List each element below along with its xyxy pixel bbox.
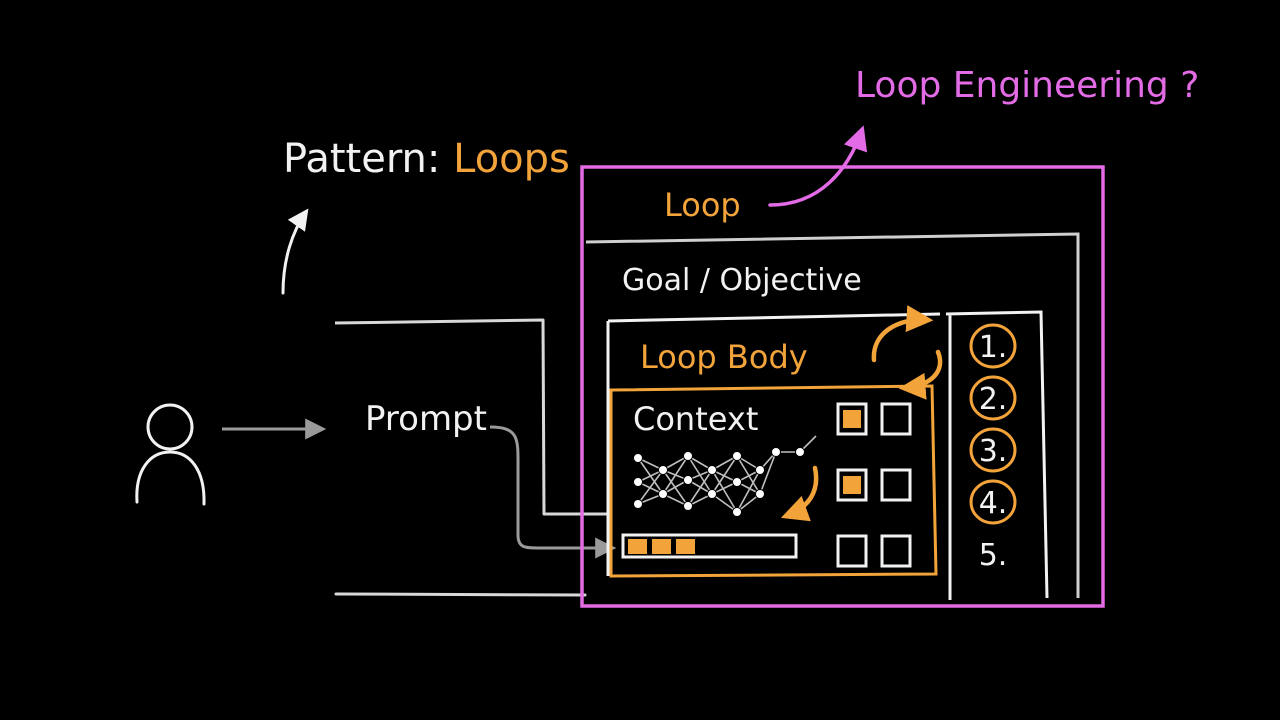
- step-number: 5.: [979, 538, 1008, 573]
- step-item: 5.: [979, 538, 1008, 573]
- checkbox-fill: [843, 476, 861, 494]
- checkbox-left: [836, 402, 868, 436]
- step-number: 2.: [979, 382, 1008, 417]
- progress-segment: [628, 539, 647, 554]
- checkbox-right: [880, 468, 912, 502]
- title-highlight: Loops: [453, 136, 570, 182]
- step-number: 3.: [979, 434, 1008, 469]
- loop-engineering-question: Loop Engineering ?: [855, 65, 1199, 106]
- goal-box: [585, 232, 1080, 598]
- loop-body-label: Loop Body: [640, 338, 808, 376]
- network-node: [683, 501, 693, 511]
- cycle-arrows-icon: [871, 305, 943, 400]
- context-box: [609, 384, 938, 578]
- network-node: [732, 507, 742, 517]
- step-item: 4.: [969, 479, 1017, 525]
- step-number: 1.: [979, 330, 1008, 365]
- loop-body-box: [607, 312, 941, 323]
- loop-label: Loop: [664, 186, 741, 224]
- checkbox-right: [880, 402, 912, 436]
- prompt-label: Prompt: [365, 399, 487, 439]
- network-node: [658, 465, 668, 475]
- checkbox-grid: [836, 402, 912, 568]
- network-to-bar-arrow: [780, 465, 819, 522]
- checkbox-fill: [843, 410, 861, 428]
- prompt-to-context-arrow: [489, 425, 617, 559]
- network-node: [771, 447, 781, 457]
- network-node: [732, 477, 742, 487]
- progress-bar: [621, 533, 798, 559]
- step-circle: [969, 479, 1017, 525]
- step-circle: [969, 427, 1017, 473]
- diagram-title: Pattern: Loops: [283, 136, 570, 182]
- steps-column: [945, 310, 1049, 600]
- network-node: [633, 499, 643, 509]
- person-icon: [135, 403, 206, 506]
- checkbox-left: [836, 468, 868, 502]
- title-prefix: Pattern:: [283, 136, 453, 182]
- context-label: Context: [633, 400, 758, 438]
- network-node: [755, 465, 765, 475]
- network-node: [795, 447, 805, 457]
- network-node: [707, 489, 717, 499]
- network-node: [683, 451, 693, 461]
- step-item: 2.: [969, 375, 1017, 421]
- checkbox-left: [836, 534, 868, 568]
- progress-fill: [628, 539, 695, 554]
- network-node: [683, 475, 693, 485]
- network-node: [658, 489, 668, 499]
- step-circle: [969, 323, 1017, 369]
- neural-network-icon: [633, 435, 817, 517]
- network-node: [707, 465, 717, 475]
- progress-segment: [652, 539, 671, 554]
- step-number: 4.: [979, 486, 1008, 521]
- title-arrow: [281, 208, 309, 295]
- step-circle: [969, 375, 1017, 421]
- prompt-box: [334, 318, 608, 597]
- step-item: 1.: [969, 323, 1017, 369]
- network-node: [633, 477, 643, 487]
- steps-list: 1. 2. 3. 4. 5.: [969, 323, 1017, 573]
- step-item: 3.: [969, 427, 1017, 473]
- network-node: [732, 451, 742, 461]
- network-node: [633, 453, 643, 463]
- network-node: [755, 489, 765, 499]
- goal-label: Goal / Objective: [622, 263, 862, 298]
- progress-segment: [676, 539, 695, 554]
- loop-to-question-arrow: [768, 125, 868, 207]
- checkbox-right: [880, 534, 912, 568]
